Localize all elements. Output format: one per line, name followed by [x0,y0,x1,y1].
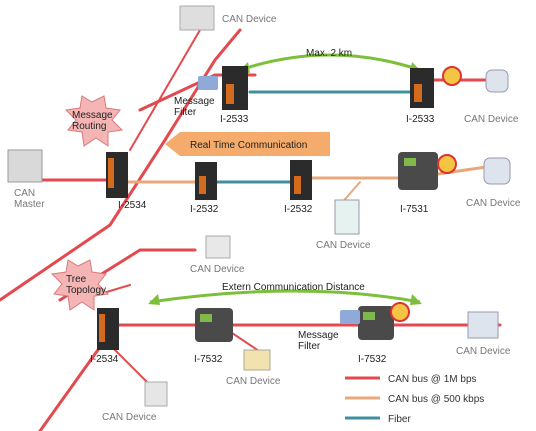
can-device-right3-icon [467,311,499,339]
label-can-device-right1: CAN Device [464,114,519,125]
label-can-device-right2: CAN Device [466,198,521,209]
filter-icon-1 [198,76,218,90]
module-i2534-bottom [97,308,119,350]
extern-arrowhead-right [410,294,422,305]
label-can-device-bottom-mid: CAN Device [226,376,281,387]
legend-label-fiber: Fiber [388,414,411,425]
bus-to-top-device [129,29,201,151]
legend: CAN bus @ 1M bps CAN bus @ 500 kbps Fibe… [345,374,484,425]
module-i2534-top [106,152,128,198]
label-i2533-left: I-2533 [220,114,249,125]
can-device-right1-icon [485,69,509,93]
module-i2532-right [290,160,312,200]
label-can-device-bottom: CAN Device [102,412,157,423]
label-i7532-right: I-7532 [358,354,387,365]
label-i2532-right: I-2532 [284,204,313,215]
label-can-device-top: CAN Device [222,14,277,25]
module-i7532-right [358,306,394,340]
bus-to-bottom-device [38,338,107,431]
starbursts [50,95,124,311]
label-can-device-right3: CAN Device [456,346,511,357]
filter-icon-2 [340,310,360,324]
legend-label-500k: CAN bus @ 500 kbps [388,394,484,405]
no-entry-icons [390,66,462,322]
filter-icons [198,76,360,324]
can-master-icon [7,149,43,183]
module-i2532-left [195,162,217,200]
label-can-device-sensor: CAN Device [190,264,245,275]
devices [7,5,511,407]
no-entry-icon-2 [437,154,457,174]
extern-arrowhead-left [148,294,160,305]
label-max-distance: Max. 2 km [306,48,352,59]
label-real-time: Real Time Communication [190,140,307,151]
no-entry-icon-1 [442,66,462,86]
label-can-device-mid: CAN Device [316,240,371,251]
can-device-bottom-icon [144,381,168,407]
can-device-mid-icon [334,199,360,235]
label-i2534-top: I-2534 [118,200,147,211]
banner-arrow [165,132,330,156]
module-i2533-right [410,68,434,108]
extern-distance-arrow [149,289,421,304]
can-device-right2-icon [483,157,511,185]
legend-label-1m: CAN bus @ 1M bps [388,374,477,385]
label-i7531: I-7531 [400,204,429,215]
module-i7532-left [195,308,233,342]
real-time-banner [165,132,330,156]
label-i2532-left: I-2532 [190,204,219,215]
max-distance-arrow [239,53,421,72]
label-i2533-right: I-2533 [406,114,435,125]
tree-topology-starburst [50,259,110,311]
message-routing-starburst [64,95,124,147]
can-device-bottom-mid-icon [243,349,271,371]
module-i2533-left [222,66,248,110]
no-entry-icon-3 [390,302,410,322]
backbone-main [0,28,242,302]
label-extern-distance: Extern Communication Distance [222,282,365,293]
can-device-top-icon [179,5,215,31]
label-i7532-left: I-7532 [194,354,223,365]
label-i2534-bottom: I-2534 [90,354,119,365]
can-device-sensor-icon [205,235,231,259]
module-i7531 [398,152,438,190]
bus-to-bottom-device-2 [109,344,151,386]
modules [97,66,438,350]
